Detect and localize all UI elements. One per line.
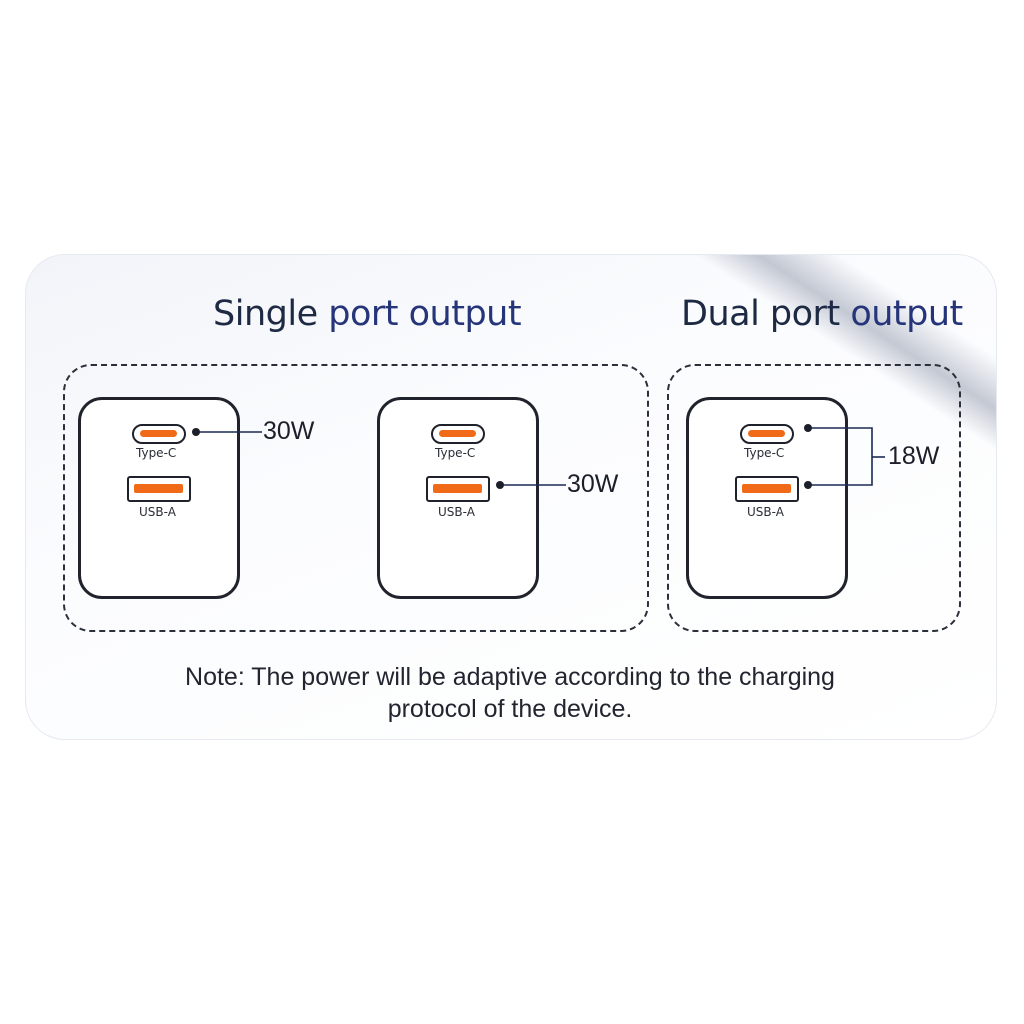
single-heading-accent: port output	[328, 294, 522, 334]
type-c-label: Type-C	[435, 446, 476, 460]
dual-usb-a-dot	[804, 481, 812, 489]
dual-port-group	[667, 364, 961, 632]
single-port-group	[63, 364, 649, 632]
type-c-connector-dot	[192, 428, 200, 436]
note-line-2: protocol of the device.	[387, 695, 633, 723]
usb-a-label: USB-A	[139, 505, 176, 519]
single-usb-a-wattage: 30W	[567, 470, 619, 498]
dual-port-heading: Dual port output	[681, 294, 963, 334]
dual-bracket-line	[808, 427, 873, 486]
charger-icon: Type-C USB-A	[686, 397, 848, 599]
usb-a-connector-dot	[496, 481, 504, 489]
charger-icon: Type-C USB-A	[377, 397, 539, 599]
usb-c-port-icon	[431, 424, 485, 444]
usb-c-port-icon	[740, 424, 794, 444]
note-line-1: Note: The power will be adaptive accordi…	[185, 663, 835, 691]
usb-a-port-icon	[426, 476, 490, 502]
type-c-label: Type-C	[136, 446, 177, 460]
usb-a-label: USB-A	[438, 505, 475, 519]
charger-icon: Type-C USB-A	[78, 397, 240, 599]
usb-a-port-icon	[735, 476, 799, 502]
single-type-c-wattage: 30W	[263, 417, 315, 445]
dual-heading-accent: output	[850, 294, 963, 334]
usb-a-port-icon	[127, 476, 191, 502]
type-c-label: Type-C	[744, 446, 785, 460]
dual-heading-prefix: Dual port	[681, 294, 840, 334]
single-port-heading: Single port output	[213, 294, 522, 334]
usb-a-label: USB-A	[747, 505, 784, 519]
dual-type-c-dot	[804, 424, 812, 432]
usb-c-port-icon	[132, 424, 186, 444]
single-heading-prefix: Single	[213, 294, 318, 334]
dual-wattage: 18W	[888, 442, 940, 470]
